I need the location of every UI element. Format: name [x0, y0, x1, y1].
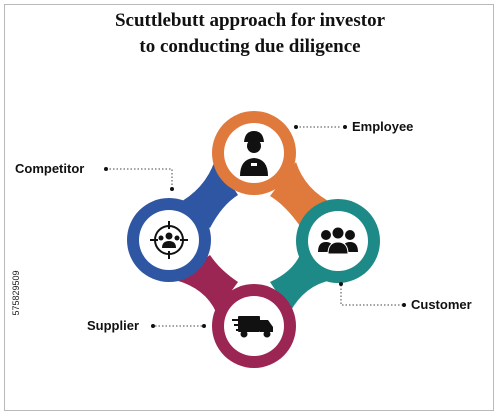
title-line-2: to conducting due diligence — [139, 36, 361, 57]
supplier-label: Supplier — [87, 318, 140, 333]
employee-icon — [240, 131, 268, 176]
supplier-node — [212, 284, 296, 368]
customer-node — [296, 199, 380, 283]
customer-group-icon — [318, 226, 358, 255]
title-line-1: Scuttlebutt approach for investor — [114, 10, 386, 31]
center-circle — [213, 201, 293, 281]
employee-node — [212, 111, 296, 195]
customer-label: Customer — [411, 297, 472, 312]
competitor-label: Competitor — [15, 161, 85, 176]
competitor-node — [127, 198, 211, 282]
diagram-title: Scuttlebutt approach for investor to con… — [0, 8, 500, 60]
image-frame — [4, 4, 494, 411]
leader-dots — [104, 125, 406, 328]
leader-lines — [106, 126, 402, 327]
stock-id-text: 575829509 — [11, 270, 21, 316]
delivery-truck-icon — [232, 316, 273, 338]
competitor-target-icon — [150, 221, 188, 259]
employee-label: Employee — [352, 119, 414, 134]
